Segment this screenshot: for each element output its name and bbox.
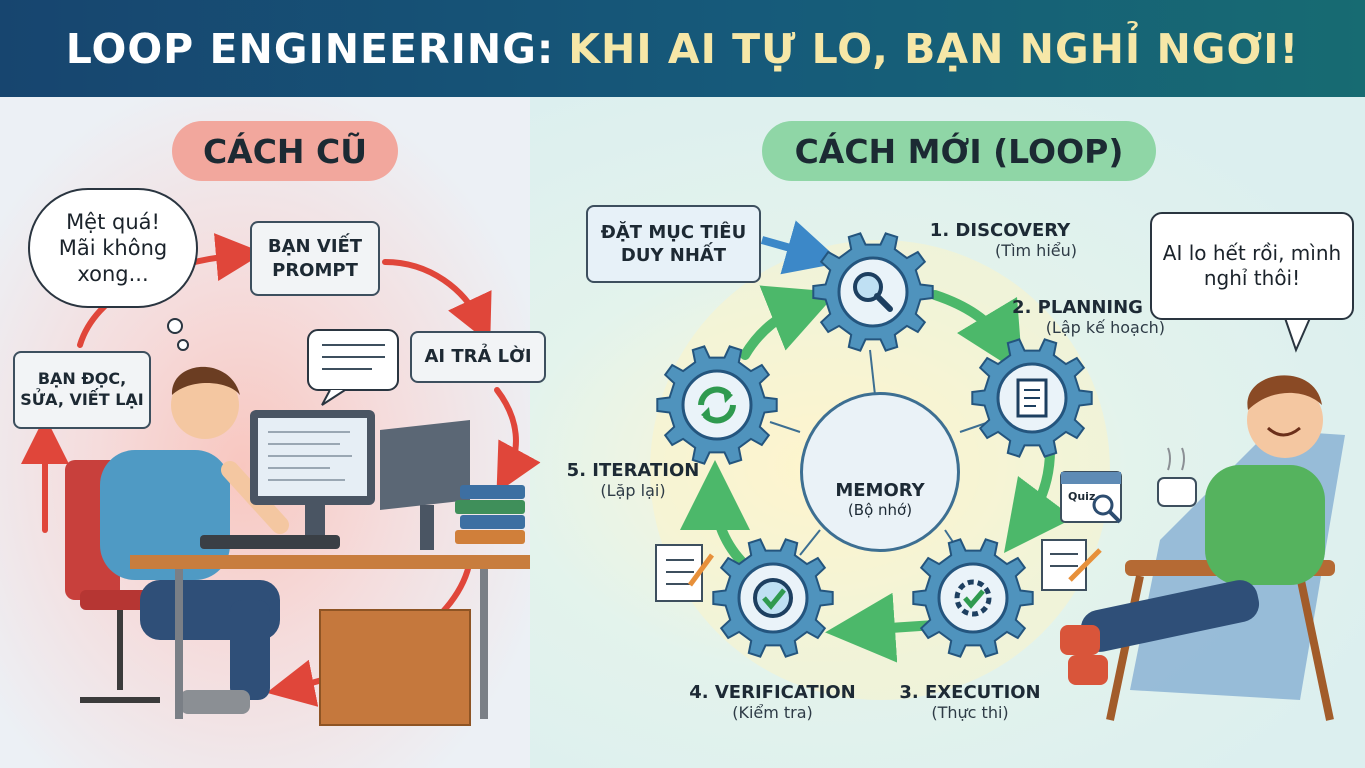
stage-planning: 2. PLANNING (Lập kế hoạch) <box>990 297 1165 337</box>
stage-name: 4. VERIFICATION <box>689 682 856 703</box>
stage-sub: (Lập kế hoạch) <box>1045 318 1165 337</box>
quiz-window-icon: Quiz <box>1060 471 1122 524</box>
book-stack <box>455 485 525 544</box>
old-way-heading: CÁCH CŨ <box>172 121 398 181</box>
memory-sub: (Bộ nhớ) <box>847 501 913 519</box>
memory-name: MEMORY <box>835 480 925 501</box>
stage-discovery: 1. DISCOVERY (Tìm hiểu) <box>915 220 1085 260</box>
clipboard-icon <box>1016 378 1048 418</box>
arrow-reply-to-books <box>494 387 541 494</box>
thought-bubble: Mệt quá! Mãi không xong... <box>28 188 198 308</box>
relaxed-person <box>1060 375 1345 721</box>
step-write-prompt: BẠN VIẾT PROMPT <box>250 221 380 296</box>
gear-check-icon <box>954 579 992 617</box>
page-title: LOOP ENGINEERING: KHI AI TỰ LO, BẠN NGHỈ… <box>0 0 1365 97</box>
step-read-edit-rewrite: BẠN ĐỌC, SỬA, VIẾT LẠI <box>13 351 151 429</box>
pencil-doc-icon <box>1041 539 1102 591</box>
thought-dot <box>167 318 183 334</box>
stage-verification: 4. VERIFICATION (Kiểm tra) <box>680 682 865 722</box>
speech-tail <box>1284 317 1311 353</box>
memory-circle <box>800 392 960 552</box>
stage-execution: 3. EXECUTION (Thực thi) <box>890 682 1050 722</box>
stage-name: 2. PLANNING <box>1012 297 1143 318</box>
thought-dot <box>177 339 189 351</box>
goal-arrow <box>760 220 842 275</box>
checklist-doc-icon <box>655 544 715 602</box>
new-way-heading: CÁCH MỚI (LOOP) <box>762 121 1156 181</box>
memory-label: MEMORY (Bộ nhớ) <box>800 480 960 519</box>
gear-4 <box>712 538 834 658</box>
title-part-1: LOOP ENGINEERING: <box>65 24 555 73</box>
refresh-icon <box>698 386 736 424</box>
gear-1 <box>812 232 934 352</box>
check-circle-icon <box>753 578 793 618</box>
stage-sub: (Tìm hiểu) <box>995 241 1077 260</box>
side-documents: Quiz <box>655 471 1122 602</box>
thought-text: Mệt quá! Mãi không xong... <box>58 209 168 287</box>
gear-2 <box>971 338 1093 458</box>
magnifier-icon <box>853 272 893 312</box>
stage-sub: (Lặp lại) <box>600 481 666 500</box>
loop-gears <box>656 232 1093 658</box>
desk <box>130 535 530 726</box>
stage-iteration: 5. ITERATION (Lặp lại) <box>558 460 708 500</box>
gear-3 <box>912 538 1034 658</box>
goal-box: ĐẶT MỤC TIÊU DUY NHẤT <box>586 205 761 283</box>
arrow-prompt-to-reply <box>382 259 492 344</box>
speech-bubble: AI lo hết rồi, mình nghỉ thôi! <box>1150 212 1354 320</box>
step-ai-reply: AI TRẢ LỜI <box>410 331 546 383</box>
chat-bubble-icon <box>307 329 399 406</box>
computer-monitors <box>250 410 470 550</box>
stage-sub: (Kiểm tra) <box>732 703 813 722</box>
stage-name: 3. EXECUTION <box>899 682 1041 703</box>
stage-sub: (Thực thi) <box>931 703 1009 722</box>
stage-name: 5. ITERATION <box>566 460 700 481</box>
title-part-2: KHI AI TỰ LO, BẠN NGHỈ NGƠI! <box>568 24 1300 73</box>
gear-5 <box>656 345 778 465</box>
speech-text: AI lo hết rồi, mình nghỉ thôi! <box>1162 241 1342 290</box>
stage-name: 1. DISCOVERY <box>929 220 1071 241</box>
quiz-label: Quiz <box>1068 490 1095 503</box>
